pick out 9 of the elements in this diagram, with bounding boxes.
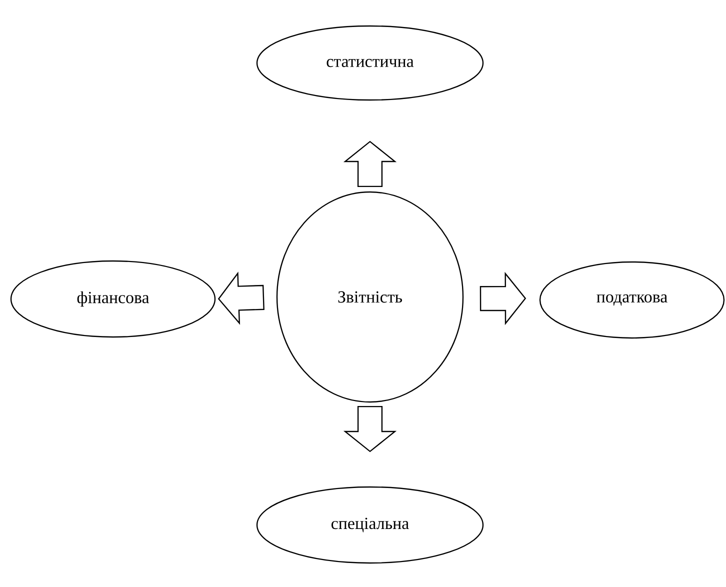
ellipse-node: податкова — [539, 261, 725, 339]
ellipse-node: Звітність — [276, 191, 464, 403]
ellipse-node: спеціальна — [256, 486, 484, 564]
ellipse-node: фінансова — [10, 260, 216, 338]
ellipse-node: статистична — [256, 25, 484, 101]
block-arrow — [343, 406, 397, 452]
block-arrow — [343, 140, 397, 188]
block-arrow — [218, 272, 264, 325]
block-arrow — [480, 272, 526, 326]
